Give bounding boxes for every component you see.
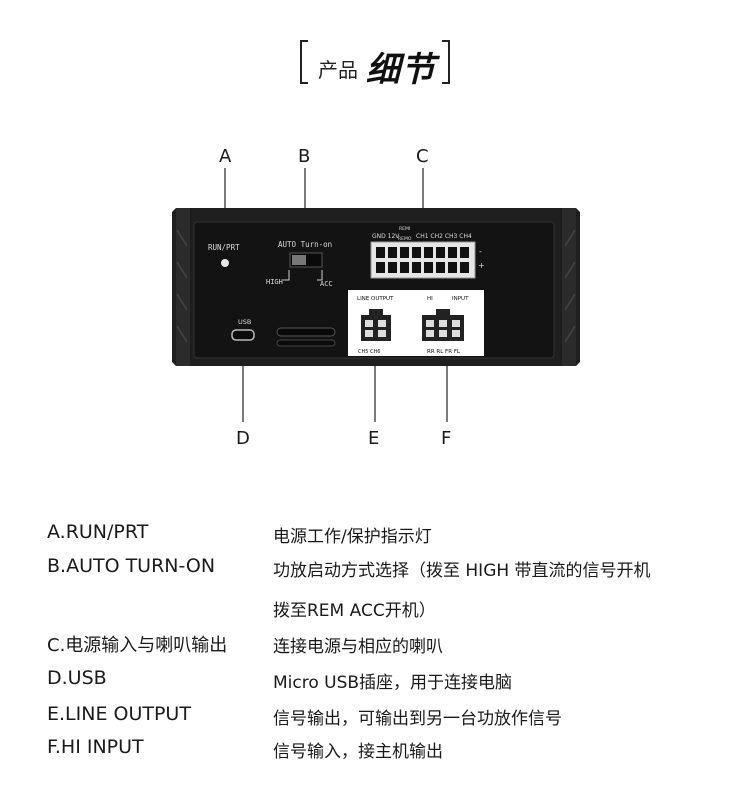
plus-label: + [478, 261, 485, 270]
usb-label: USB [238, 318, 251, 326]
input-label: INPUT [452, 296, 469, 302]
spec-desc-a: 电源工作/保护指示灯 [273, 527, 432, 547]
high-label: HIGH [266, 278, 283, 286]
hi-label: HI [427, 296, 433, 302]
spec-desc-c: 连接电源与相应的喇叭 [273, 637, 443, 657]
spec-label-b: B.AUTO TURN-ON [47, 555, 216, 577]
power-speaker-connector [370, 241, 476, 279]
hi-input-connector [422, 309, 464, 341]
spec-desc-f: 信号输入，接主机输出 [273, 742, 443, 762]
minus-label: - [479, 247, 482, 256]
run-prt-led [221, 259, 229, 267]
rr-rl-fr-fl-label: RR RL FR FL [427, 349, 461, 355]
card-slot [276, 327, 336, 337]
amplifier-panel-image: RUN/PRT AUTO Turn-on HIGH ACC GND 12V RE… [172, 168, 580, 422]
callout-d: D [236, 428, 250, 449]
remi-label: REMI [399, 226, 410, 232]
spec-desc-b-cont: 拨至REM ACC开机） [273, 601, 436, 621]
switch-knob [292, 255, 306, 265]
spec-label-e: E.LINE OUTPUT [47, 703, 191, 725]
spec-desc-e: 信号输出，可输出到另一台功放作信号 [273, 709, 562, 729]
micro-usb-port [231, 329, 255, 341]
spec-label-a: A.RUN/PRT [47, 521, 149, 543]
callout-a: A [219, 146, 232, 167]
spec-label-d: D.USB [47, 667, 107, 689]
acc-label: ACC [320, 280, 333, 288]
callout-f: F [441, 428, 452, 449]
title-left-bracket [300, 40, 312, 84]
line-output-label: LINE OUTPUT [357, 296, 394, 302]
title-prefix: 产品 [318, 58, 358, 82]
callout-c: C [416, 146, 429, 167]
ch5-ch6-label: CH5 CH6 [358, 349, 380, 355]
spec-desc-d: Micro USB插座，用于连接电脑 [273, 673, 513, 693]
spec-desc-b: 功放启动方式选择（拨至 HIGH 带直流的信号开机 [273, 561, 651, 581]
power-pins-label: GND 12V [372, 233, 400, 240]
run-prt-label: RUN/PRT [208, 243, 240, 252]
auto-turn-on-label: AUTO Turn-on [278, 240, 332, 249]
remo-label: REMO [398, 236, 412, 242]
callout-b: B [298, 146, 311, 167]
callout-e: E [368, 428, 380, 449]
title-main: 细节 [366, 50, 436, 90]
spec-label-f: F.HI INPUT [47, 736, 144, 758]
channels-label: CH1 CH2 CH3 CH4 [416, 233, 472, 240]
spec-label-c: C.电源输入与喇叭输出 [47, 635, 228, 656]
line-output-connector [361, 309, 391, 341]
title-right-bracket [438, 40, 450, 84]
section-title: 产品 细节 [0, 38, 750, 90]
card-slot-lower [276, 339, 336, 347]
